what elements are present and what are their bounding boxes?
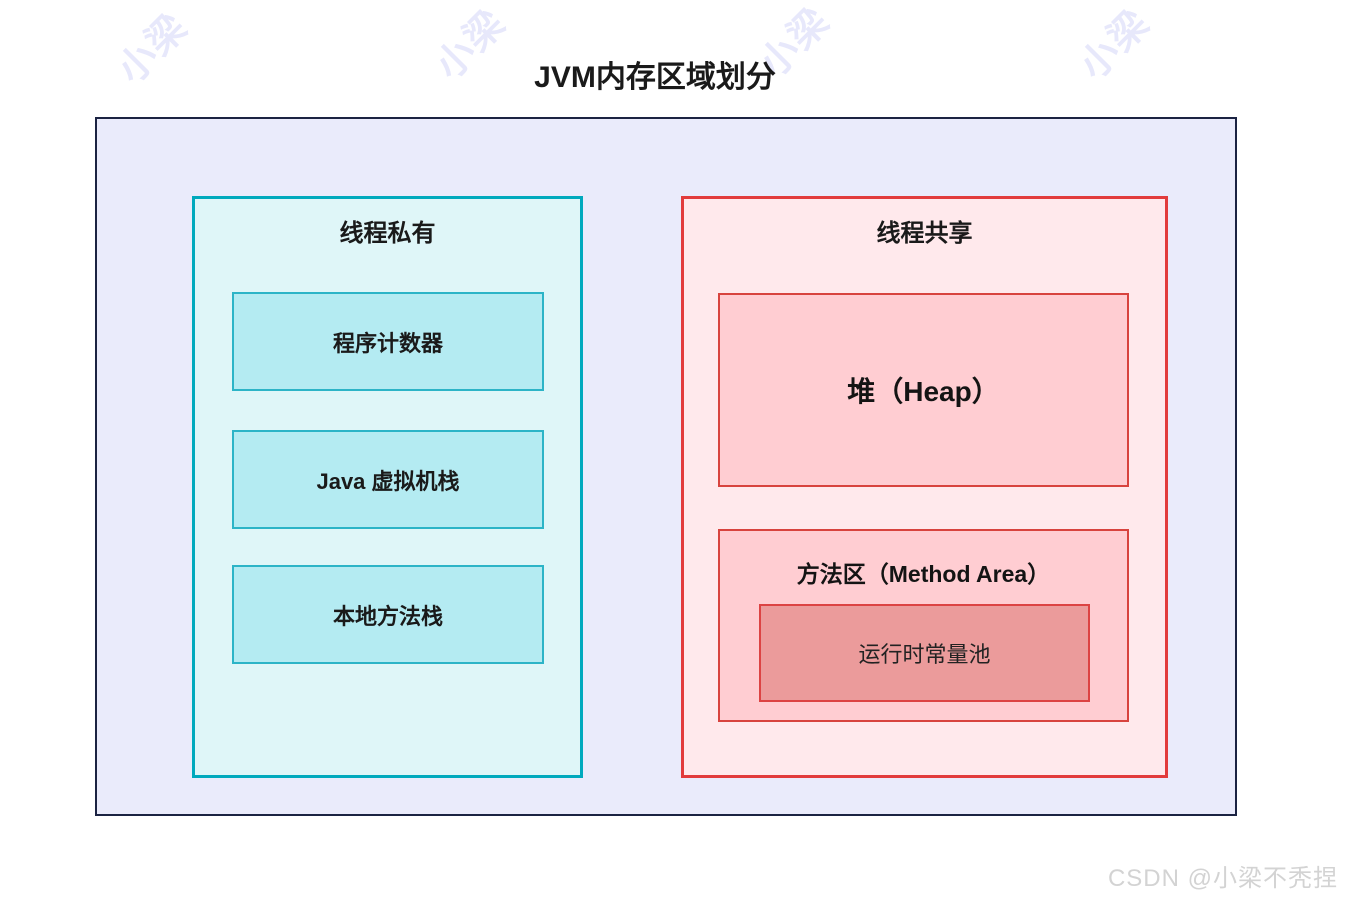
thread-private-label: 线程私有: [339, 220, 436, 247]
program-counter-box: 程序计数器: [232, 292, 544, 391]
method-area-box: 方法区（Method Area） 运行时常量池: [718, 529, 1129, 722]
java-vm-stack-label: Java 虚拟机栈: [316, 468, 460, 494]
heap-box: 堆（Heap）: [718, 293, 1129, 487]
runtime-constant-pool-label: 运行时常量池: [858, 642, 991, 667]
diagram-title: JVM内存区域划分: [534, 61, 776, 94]
method-area-label: 方法区（Method Area）: [796, 561, 1051, 587]
heap-label: 堆（Heap）: [847, 376, 1000, 407]
program-counter-label: 程序计数器: [332, 330, 443, 356]
memory-regions-container: 线程私有 程序计数器 Java 虚拟机栈 本地方法栈 线程共享 堆（Heap） …: [95, 117, 1237, 816]
runtime-constant-pool-box: 运行时常量池: [759, 604, 1090, 702]
native-method-stack-label: 本地方法栈: [332, 603, 443, 629]
thread-private-panel: 线程私有 程序计数器 Java 虚拟机栈 本地方法栈: [192, 196, 583, 778]
thread-shared-panel: 线程共享 堆（Heap） 方法区（Method Area） 运行时常量池: [681, 196, 1168, 778]
thread-shared-label: 线程共享: [876, 220, 973, 247]
native-method-stack-box: 本地方法栈: [232, 565, 544, 664]
java-vm-stack-box: Java 虚拟机栈: [232, 430, 544, 529]
csdn-credit-watermark: CSDN @小梁不秃捏: [1107, 865, 1338, 892]
